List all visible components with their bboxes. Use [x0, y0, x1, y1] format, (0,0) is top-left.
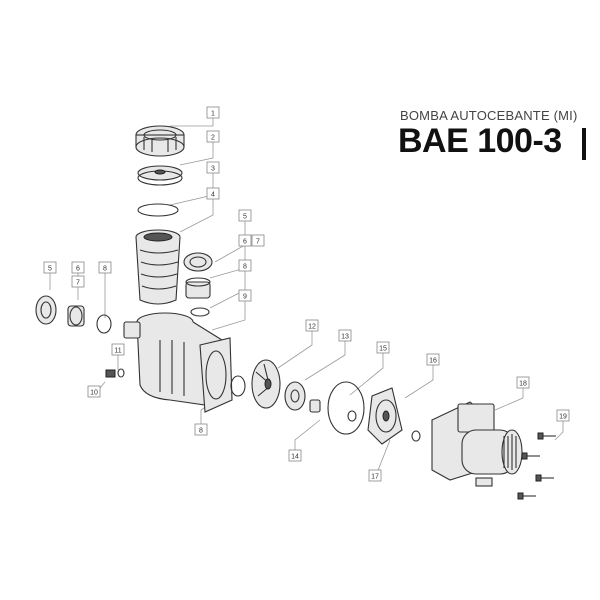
part-oring-left: [96, 314, 112, 334]
callout-label: 14: [291, 454, 299, 461]
callout-label: 2: [211, 135, 215, 142]
callout-label: 6: [76, 266, 80, 273]
part-mechanical-seal: [309, 399, 357, 422]
callout-label: 8: [199, 428, 203, 435]
part-body-oring: [230, 375, 246, 397]
callout-tag-15: 15: [376, 341, 390, 354]
callout-tag-14: 14: [288, 449, 302, 462]
callout-tag-12: 12: [305, 319, 319, 332]
callout-label: 4: [211, 192, 215, 199]
callout-label: 16: [429, 358, 437, 365]
callout-tag-3: 3: [206, 161, 220, 174]
callout-tag-17: 17: [368, 469, 382, 482]
callout-tag-5: 5: [238, 209, 252, 222]
callout-label: 1: [211, 111, 215, 118]
part-shaft-ring: [411, 430, 421, 442]
callout-tag-8: 8: [238, 259, 252, 272]
callout-label: 9: [243, 294, 247, 301]
callout-label: 18: [519, 381, 527, 388]
part-union-nut-top: [183, 252, 213, 272]
part-diffuser: [284, 381, 306, 411]
callout-label: 5: [243, 214, 247, 221]
callout-label: 12: [308, 324, 316, 331]
callout-tag-2: 2: [206, 130, 220, 143]
callout-tag-13: 13: [338, 329, 352, 342]
callout-label: 10: [90, 390, 98, 397]
callout-label: 3: [211, 166, 215, 173]
callout-label: 5: [48, 266, 52, 273]
callout-tag-8: 8: [194, 423, 208, 436]
part-union-tail-top: [185, 277, 211, 299]
callout-tag-19: 19: [556, 409, 570, 422]
part-pump-body: [123, 312, 233, 413]
callout-label: 15: [379, 346, 387, 353]
callout-tag-18: 18: [516, 376, 530, 389]
callout-label: 8: [243, 264, 247, 271]
callout-label: 11: [114, 348, 121, 355]
title-accent-bar: [582, 128, 586, 160]
callout-label: 19: [559, 414, 567, 421]
callout-tag-5: 5: [43, 261, 57, 274]
part-union-tail-left: [67, 305, 85, 327]
part-impeller: [251, 359, 281, 409]
callout-tag-6: 6: [238, 234, 252, 247]
callout-label: 13: [341, 334, 349, 341]
part-motor: [431, 401, 523, 487]
part-seal-plate-oring: [327, 381, 365, 435]
callout-tag-11: 11: [111, 343, 125, 356]
callout-tag-4: 4: [206, 187, 220, 200]
part-seal-plate: [367, 387, 403, 445]
part-screws: [517, 432, 556, 500]
part-strainer-basket: [135, 229, 181, 305]
callout-tag-6: 6: [71, 261, 85, 274]
diagram-title: BAE 100-3: [398, 122, 562, 160]
diagram-subtitle: BOMBA AUTOCEBANTE (MI): [400, 108, 578, 123]
callout-label: 6: [243, 239, 247, 246]
callout-tag-10: 10: [87, 385, 101, 398]
callout-label: 8: [103, 266, 107, 273]
callout-tag-16: 16: [426, 353, 440, 366]
callout-tag-1: 1: [206, 106, 220, 119]
callout-label: 17: [371, 474, 379, 481]
callout-label: 7: [76, 280, 80, 287]
callout-tag-7: 7: [251, 234, 265, 247]
callout-tag-9: 9: [238, 289, 252, 302]
part-oring-top: [190, 307, 210, 317]
part-drain-plug: [105, 368, 125, 378]
callout-label: 7: [256, 239, 260, 246]
part-union-nut-left: [35, 295, 57, 325]
part-lid-oring: [137, 203, 179, 217]
part-lock-ring: [135, 125, 185, 157]
callout-tag-7: 7: [71, 275, 85, 288]
part-lid: [137, 165, 183, 186]
callout-tag-8: 8: [98, 261, 112, 274]
